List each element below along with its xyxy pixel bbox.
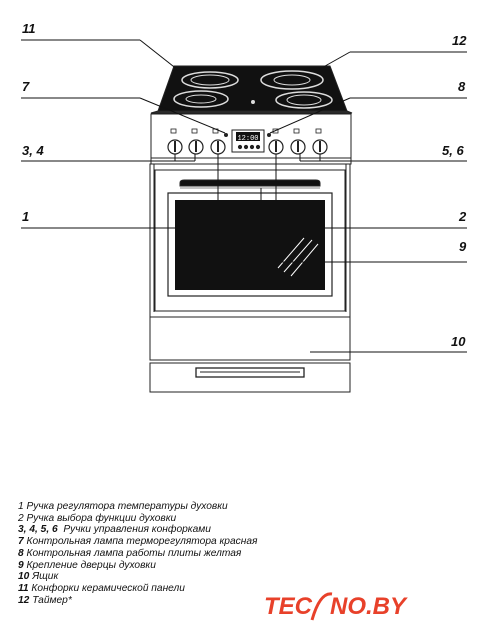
oven-handle (179, 179, 321, 187)
logo-text-part1: TEC (264, 593, 313, 620)
tecno-by-logo: TEC NO.BY (264, 592, 408, 621)
timer-screen (236, 132, 260, 141)
callout-7: 7 (22, 79, 30, 94)
lamp-8 (267, 133, 271, 137)
callout-12: 12 (452, 33, 467, 48)
legend-item: 10 Ящик (18, 571, 59, 583)
burner-front-left (173, 90, 229, 108)
legend-item: 9 Крепление дверцы духовки (18, 559, 156, 571)
ceramic-cooktop (157, 65, 348, 112)
callout-2: 2 (459, 209, 467, 224)
burner-front-right (275, 91, 333, 109)
callout-1: 1 (22, 209, 30, 224)
stove-diagram: 12:00 (21, 39, 467, 393)
callout-11: 11 (22, 21, 36, 36)
callout-3-4: 3, 4 (22, 143, 44, 158)
legend-item: 8 Контрольная лампа работы плиты желтая (18, 547, 242, 559)
burner-back-left (181, 71, 239, 89)
legend-item: 2 Ручка выбора функции духовки (18, 512, 177, 524)
legend: 1 Ручка регулятора температуры духовки 2… (18, 501, 318, 606)
storage-drawer (149, 316, 351, 361)
legend-item: 7 Контрольная лампа терморегулятора крас… (18, 536, 258, 548)
callout-9: 9 (459, 239, 467, 254)
timer-digits: 12:00 (237, 135, 258, 143)
logo-text-part2: NO.BY (330, 593, 408, 620)
legend-item: 12 Таймер* (18, 594, 72, 606)
legend-item: 11 Конфорки керамической панели (18, 582, 185, 594)
callout-10: 10 (451, 334, 466, 349)
callout-8: 8 (458, 79, 466, 94)
logo-swoosh-icon (310, 592, 333, 621)
callout-5-6: 5, 6 (442, 143, 464, 158)
legend-item: 3, 4, 5, 6 Ручки управления конфорками (18, 524, 211, 536)
burner-back-right (260, 70, 324, 90)
legend-item: 1 Ручка регулятора температуры духовки (18, 501, 228, 512)
callout-lines (21, 39, 467, 353)
oven-window (175, 200, 325, 290)
lamp-7 (224, 133, 228, 137)
